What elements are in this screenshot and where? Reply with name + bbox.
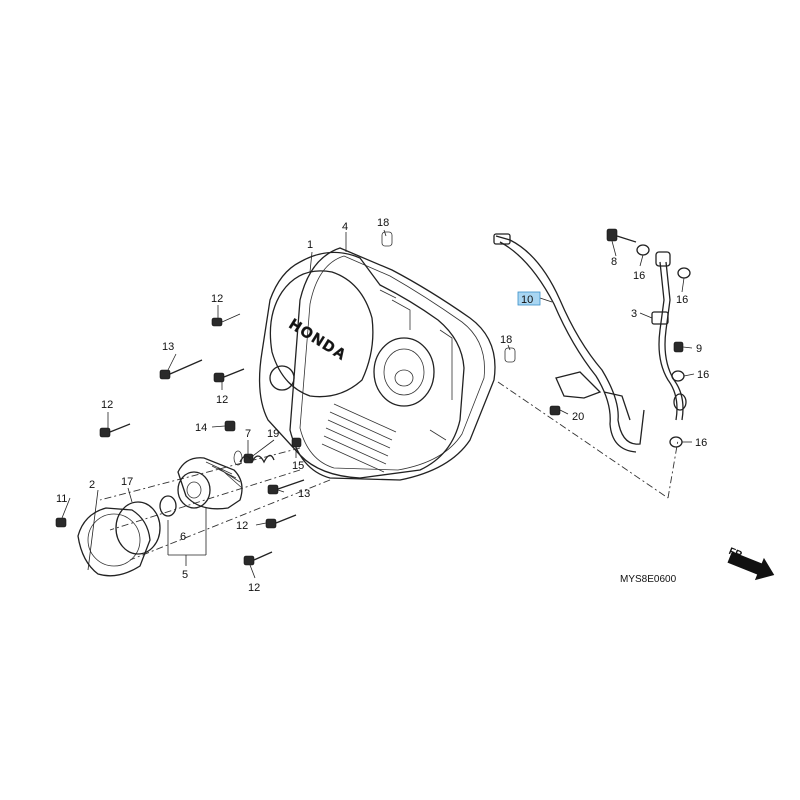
callout-19: 19 (267, 428, 279, 440)
callout-3: 3 (631, 308, 637, 320)
callout-leaders (61, 229, 695, 579)
callout-14: 14 (195, 422, 207, 434)
callout-1: 1 (307, 239, 313, 251)
o-ring (159, 495, 177, 517)
callout-17: 17 (121, 476, 133, 488)
callout-12-mid: 12 (216, 394, 228, 406)
assembly-lines (99, 381, 679, 561)
callout-5: 5 (182, 569, 188, 581)
highlight-box (517, 291, 541, 306)
arrow-icon (727, 551, 775, 581)
crankcase-cover: HONDA (258, 251, 465, 479)
callout-15: 15 (292, 460, 304, 472)
oil-filter (177, 457, 243, 510)
callout-18-top: 18 (377, 217, 389, 229)
callout-4: 4 (342, 221, 348, 233)
callout-16-a: 16 (633, 270, 645, 282)
callout-6: 6 (180, 531, 186, 543)
callout-12-left: 12 (101, 399, 113, 411)
callout-11: 11 (56, 493, 67, 505)
callout-16-c: 16 (697, 369, 709, 381)
callout-16-d: 16 (695, 437, 707, 449)
wire-harness (493, 233, 645, 453)
filter-cover (77, 501, 161, 577)
callout-7: 7 (245, 428, 251, 440)
bolt-icon (55, 228, 684, 566)
callout-12-bottom: 12 (248, 582, 260, 594)
diagram-code: MYS8E0600 (620, 574, 677, 585)
callout-9: 9 (696, 343, 702, 355)
callout-18-right: 18 (500, 334, 512, 346)
callout-8: 8 (611, 256, 617, 268)
callout-12-lower: 12 (236, 520, 248, 532)
callout-16-b: 16 (676, 294, 688, 306)
callout-20: 20 (572, 411, 584, 423)
callout-labels: 1 4 18 12 13 12 12 14 7 19 15 13 12 12 1… (56, 217, 709, 594)
callout-13-upper: 13 (162, 341, 174, 353)
callout-10: 10 (521, 294, 533, 306)
callout-12-upper: 12 (211, 293, 223, 305)
spring-part (233, 450, 275, 466)
callout-2: 2 (89, 479, 95, 491)
callout-13-lower: 13 (298, 488, 310, 500)
